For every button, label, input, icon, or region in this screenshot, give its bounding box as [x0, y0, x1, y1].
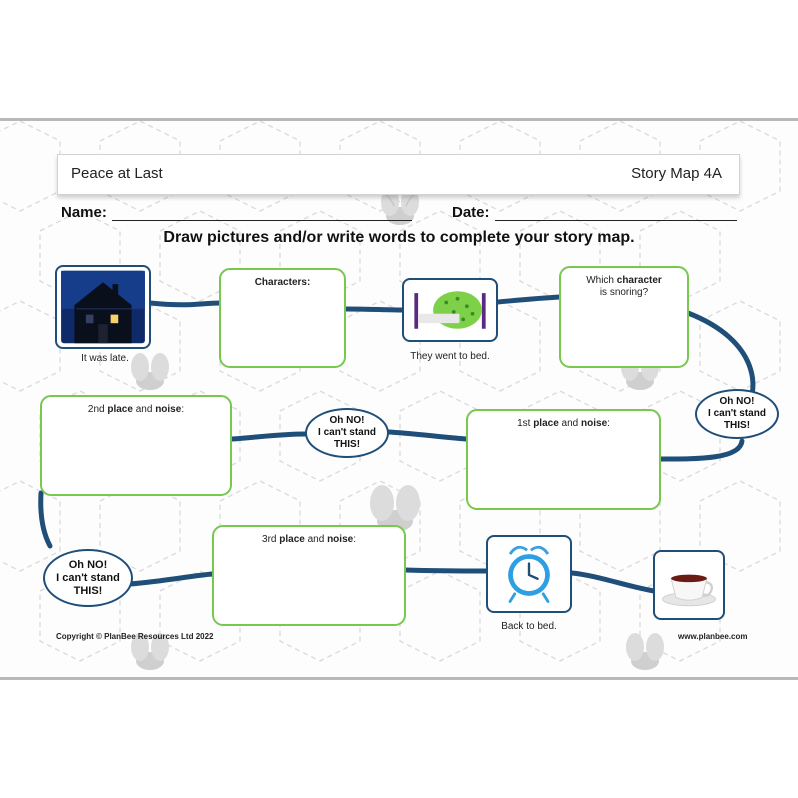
story-path: [38, 294, 756, 594]
website-text: www.planbee.com: [678, 632, 748, 641]
place-2-label: 2nd place and noise:: [42, 404, 230, 416]
bubble-line-1: Oh NO!: [329, 415, 365, 426]
bed-caption: They went to bed.: [410, 351, 490, 362]
place-2-label-pre: 2nd: [87, 404, 108, 415]
place-2-box[interactable]: 2nd place and noise:: [40, 395, 232, 496]
place-1-box[interactable]: 1st place and noise:: [466, 409, 661, 510]
place-1-label-mid: and: [558, 418, 582, 429]
place-1-label: 1st place and noise:: [468, 418, 659, 430]
teacup-icon: [662, 574, 716, 607]
bed-picture: [402, 278, 498, 342]
oh-no-bubble-left: Oh NO! I can't stand THIS!: [43, 549, 133, 607]
bubble-line-1: Oh NO!: [719, 396, 755, 407]
characters-box[interactable]: Characters:: [219, 268, 346, 368]
instruction-text: Draw pictures and/or write words to comp…: [163, 229, 635, 246]
bed-icon: [414, 291, 486, 329]
place-2-label-place: place: [107, 404, 133, 415]
bubble-line-2: I can't stand: [56, 571, 120, 584]
place-2-label-post: :: [181, 404, 185, 415]
place-2-label-mid: and: [132, 404, 156, 415]
house-caption: It was late.: [81, 353, 129, 364]
name-field[interactable]: [112, 220, 412, 221]
worksheet-title: Peace at Last: [71, 165, 163, 182]
place-3-label: 3rd place and noise:: [214, 534, 404, 546]
date-label: Date:: [452, 204, 490, 221]
place-3-box[interactable]: 3rd place and noise:: [212, 525, 406, 626]
copyright-text: Copyright © PlanBee Resources Ltd 2022: [56, 632, 214, 641]
place-3-label-place: place: [279, 534, 305, 545]
which-character-label: Which character is snoring?: [561, 275, 687, 299]
teacup-picture: [653, 550, 725, 620]
title-bar: Peace at Last Story Map 4A: [57, 154, 740, 195]
place-3-label-post: :: [353, 534, 356, 545]
story-map-sheet: Peace at Last Story Map 4A Name: Date: D…: [0, 118, 798, 680]
clock-caption: Back to bed.: [501, 621, 557, 632]
place-3-label-noise: noise: [327, 534, 354, 545]
house-picture: [55, 265, 151, 349]
oh-no-bubble-right: Oh NO! I can't stand THIS!: [695, 389, 779, 439]
place-1-label-post: :: [607, 418, 610, 429]
house-icon: [61, 270, 145, 344]
bubble-line-2: I can't stand: [318, 427, 376, 438]
name-label: Name:: [61, 204, 107, 221]
place-3-label-mid: and: [304, 534, 328, 545]
oh-no-bubble-middle: Oh NO! I can't stand THIS!: [305, 408, 389, 458]
clock-picture: [486, 535, 572, 613]
which-character-label-line2: is snoring?: [599, 287, 649, 298]
bubble-line-3: THIS!: [723, 420, 751, 431]
place-1-label-pre: 1st: [517, 418, 534, 429]
place-3-label-pre: 3rd: [262, 534, 280, 545]
bubble-line-3: THIS!: [333, 439, 361, 450]
bubble-line-2: I can't stand: [708, 408, 766, 419]
date-field[interactable]: [495, 220, 737, 221]
worksheet-code: Story Map 4A: [631, 165, 722, 182]
bubble-line-3: THIS!: [73, 584, 103, 597]
place-1-label-noise: noise: [581, 418, 608, 429]
characters-label: Characters:: [254, 277, 311, 288]
place-1-label-place: place: [533, 418, 559, 429]
place-2-label-noise: noise: [155, 404, 182, 415]
alarm-clock-icon: [508, 545, 550, 603]
bubble-line-1: Oh NO!: [68, 558, 108, 571]
which-character-label-bold: character: [616, 275, 662, 286]
which-character-box[interactable]: Which character is snoring?: [559, 266, 689, 368]
which-character-label-pre: Which: [586, 275, 617, 286]
